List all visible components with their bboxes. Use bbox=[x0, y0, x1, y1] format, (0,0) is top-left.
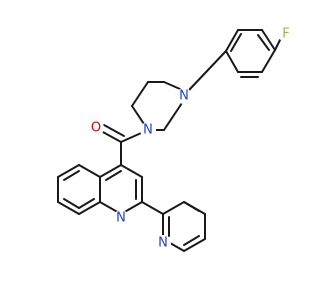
atom-N-pip-top: N bbox=[176, 88, 192, 104]
atom-labels: F N N O N N bbox=[88, 26, 294, 251]
atom-O: O bbox=[88, 120, 104, 136]
bond bbox=[163, 81, 181, 90]
atom-N-pyridine: N bbox=[155, 235, 171, 251]
bond bbox=[78, 164, 101, 178]
bond bbox=[99, 164, 122, 178]
bond bbox=[274, 39, 281, 51]
atom-label-N: N bbox=[158, 236, 168, 251]
bond bbox=[57, 164, 80, 178]
bond bbox=[183, 238, 206, 252]
bond bbox=[103, 124, 125, 137]
bond bbox=[100, 130, 122, 143]
bond bbox=[230, 33, 242, 52]
bond bbox=[120, 164, 143, 178]
bond bbox=[162, 201, 185, 215]
atom-label-N: N bbox=[179, 89, 189, 104]
bond bbox=[261, 49, 276, 73]
bond bbox=[105, 170, 122, 181]
bond bbox=[261, 29, 276, 51]
atom-label-F: F bbox=[282, 27, 289, 42]
bond bbox=[183, 235, 200, 246]
bond bbox=[78, 201, 101, 215]
bond-lines bbox=[57, 29, 281, 252]
atom-F: F bbox=[278, 26, 294, 42]
bond bbox=[63, 170, 80, 181]
bond bbox=[141, 201, 164, 215]
bond bbox=[183, 201, 200, 212]
atom-label-O: O bbox=[91, 121, 101, 136]
atom-N-quinoline: N bbox=[113, 210, 129, 226]
bond bbox=[225, 29, 239, 52]
bond bbox=[131, 81, 149, 107]
bond bbox=[189, 50, 227, 90]
bond bbox=[163, 105, 181, 131]
molecule-structure: F N N O N N bbox=[57, 26, 294, 252]
bond bbox=[63, 198, 80, 209]
bond bbox=[257, 34, 270, 51]
bond bbox=[78, 198, 95, 209]
atom-label-N: N bbox=[116, 211, 126, 226]
atom-N-pip-bottom: N bbox=[140, 122, 156, 138]
bond bbox=[225, 50, 239, 73]
atom-label-N: N bbox=[143, 123, 153, 138]
bond bbox=[57, 201, 80, 215]
